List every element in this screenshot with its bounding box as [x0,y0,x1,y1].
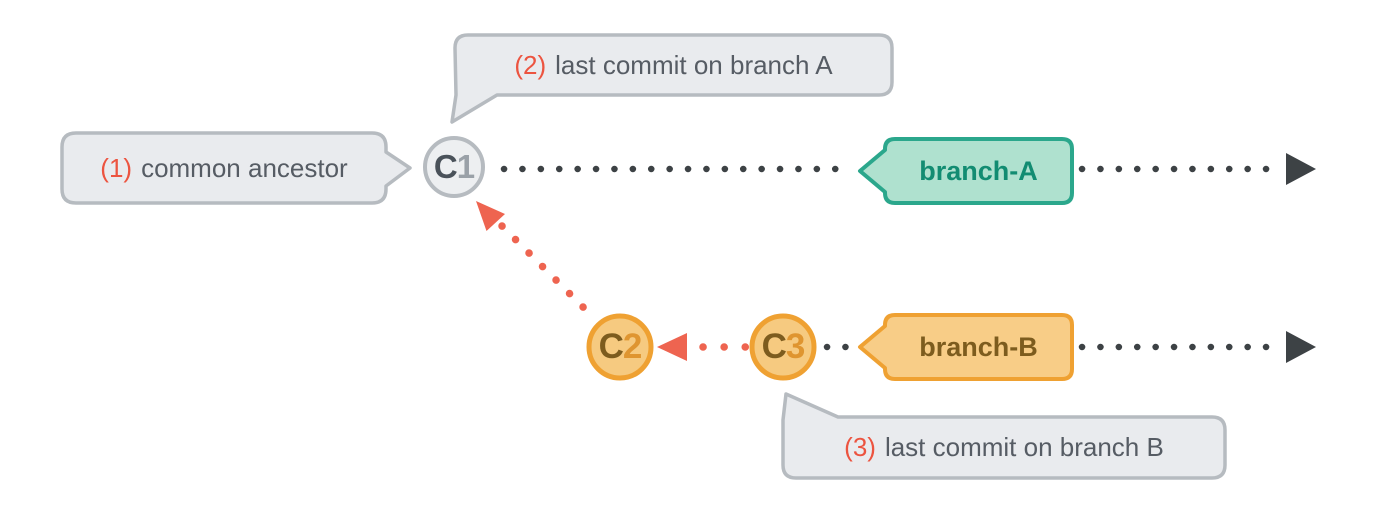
callout-bubble-last-commit-a [450,33,894,124]
commit-circle-c1 [423,136,485,198]
branch-a-tag [858,137,1074,205]
c2-to-c1-dotted-line [498,222,600,324]
c3-to-c2-arrowhead-icon [657,333,687,361]
callout-bubble-last-commit-b [781,392,1227,480]
commit-circle-c2 [586,313,654,381]
branch-b-tag [858,313,1074,381]
branch-b-arrowhead-icon [1286,331,1316,363]
c2-to-c1-arrowhead-icon [476,201,505,231]
callout-bubble-common-ancestor [60,131,412,205]
commit-circle-c3 [749,313,817,381]
branch-a-arrowhead-icon [1286,153,1316,185]
